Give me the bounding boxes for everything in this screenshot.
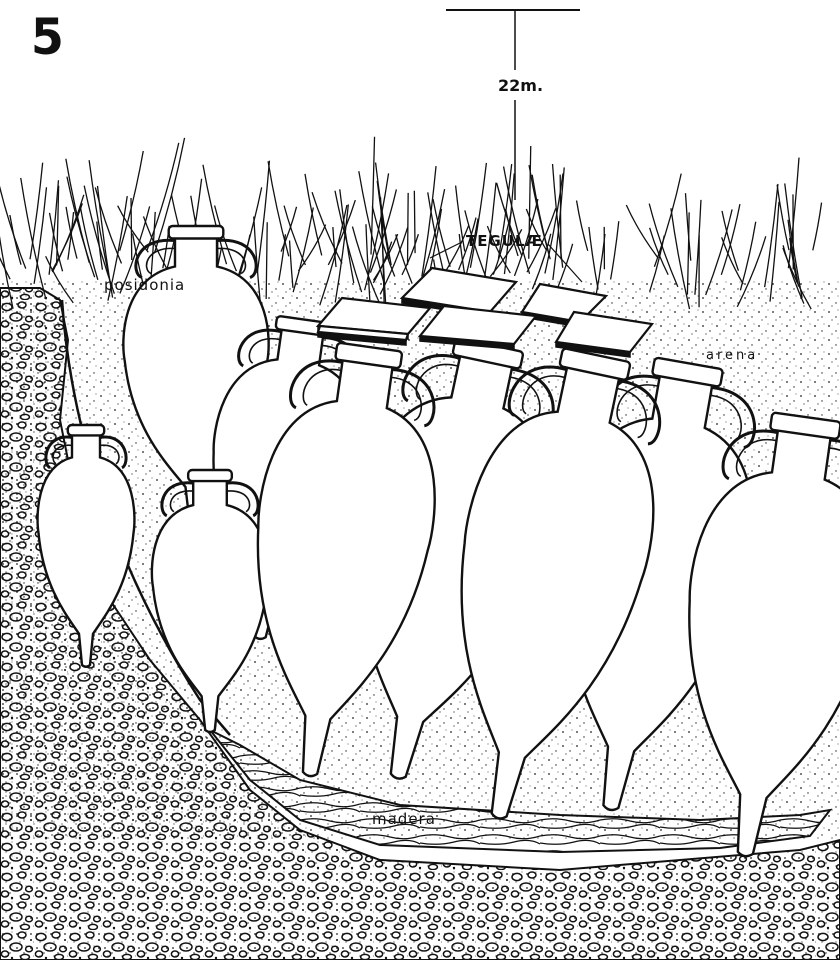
figure-number: 5 [31, 8, 64, 66]
seagrass-blade [649, 204, 678, 287]
seagrass-blade [722, 237, 744, 284]
seagrass-blade [470, 163, 486, 268]
seagrass-blade [626, 205, 658, 258]
seagrass-blade [257, 161, 269, 273]
depth-label: 22m. [498, 76, 543, 95]
seagrass-blade [34, 187, 46, 283]
seagrass-blade [0, 179, 26, 268]
seagrass-blade [577, 200, 588, 250]
tegulae-label: TEGULÆ [466, 232, 543, 250]
seagrass-blade [813, 203, 822, 251]
seagrass-blade [281, 207, 296, 252]
seagrass-blade [268, 161, 289, 256]
depth-marker [446, 10, 580, 200]
amphora-rim [188, 470, 232, 481]
seagrass-blade [80, 206, 98, 280]
seagrass-blade [293, 208, 313, 293]
arena-label: arena [706, 348, 758, 363]
amphora-rim [68, 425, 104, 435]
posidonia-label: posidonia [104, 276, 185, 294]
amphora-rim [169, 226, 224, 239]
seagrass-blade [298, 225, 325, 271]
seagrass-blade [777, 185, 789, 250]
seagrass-blade [131, 198, 132, 260]
madera-label: madera [372, 810, 436, 828]
seagrass-blade [589, 227, 598, 288]
seagrass-blade [30, 163, 43, 260]
seagrass-blade [611, 221, 619, 279]
seagrass-blade [402, 234, 418, 275]
seagrass-blade [279, 234, 286, 280]
seagrass-blade [408, 193, 409, 265]
seagrass-blade [67, 177, 95, 278]
